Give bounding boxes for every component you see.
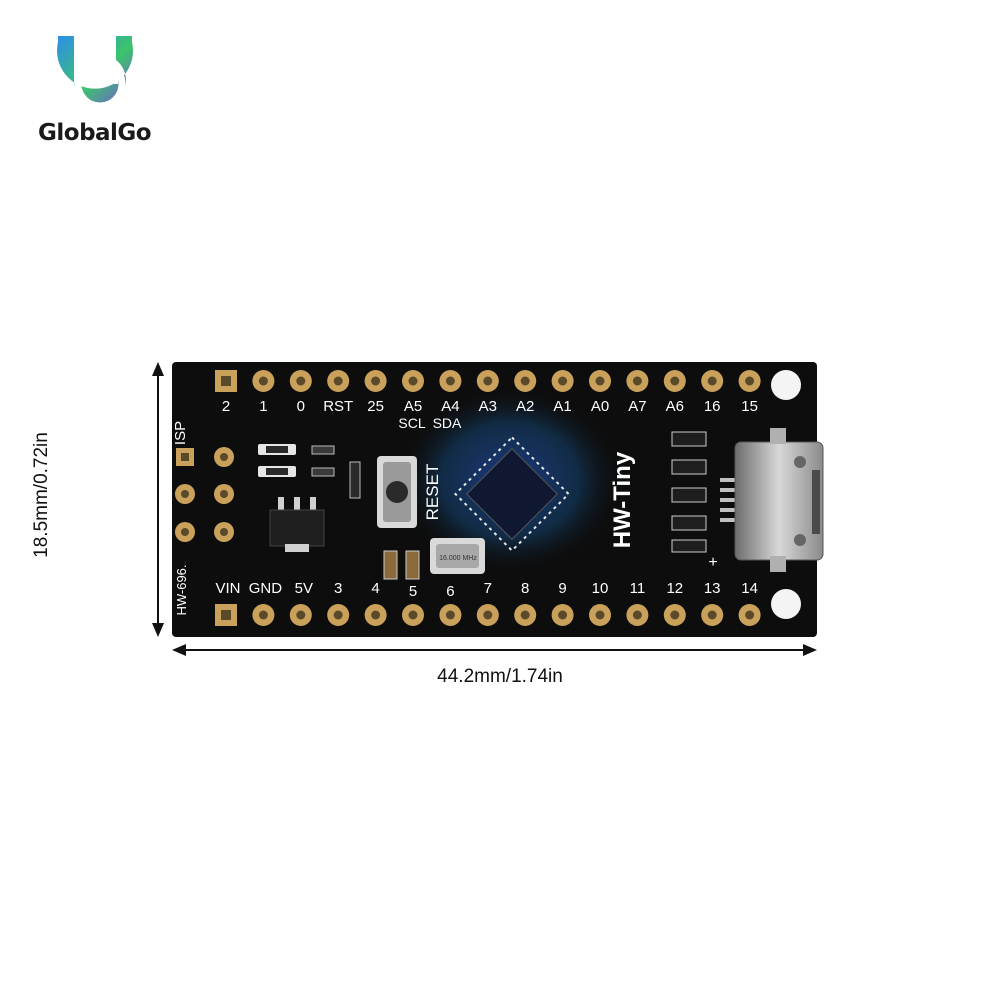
pin-hole [333, 610, 343, 620]
bottom-pin-pads [215, 604, 761, 626]
pin-hole [296, 610, 306, 620]
pin-hole [483, 610, 493, 620]
pin-hole [371, 610, 381, 620]
pin-hole [632, 610, 642, 620]
bottom-pin-label: GND [249, 580, 283, 597]
scl-label: SCL [398, 415, 425, 431]
micro-usb-port [720, 428, 824, 572]
width-dimension-label: 44.2mm/1.74in [437, 666, 563, 687]
top-pin-labels: 2 1 0 RST 25 A5 A4 A3 A2 A1 A0 A7 A6 16 15 [222, 398, 758, 415]
top-pin-label: A5 [404, 398, 422, 415]
pin-hole [745, 610, 755, 620]
pin-hole [408, 376, 418, 386]
top-pin-label: 15 [741, 398, 758, 415]
globalgo-logo [57, 36, 133, 110]
pin-hole [632, 376, 642, 386]
top-pin-label: 1 [259, 398, 267, 415]
pin-hole [670, 610, 680, 620]
pin-hole [670, 376, 680, 386]
pin-hole [707, 610, 717, 620]
top-pin-label: A7 [628, 398, 646, 415]
pin-hole [371, 376, 381, 386]
voltage-regulator [269, 497, 325, 552]
bottom-pin-label: 4 [371, 580, 379, 597]
led-indicators [258, 444, 361, 499]
pin-hole [445, 610, 455, 620]
pin-hole [408, 610, 418, 620]
brand-name: GlobalGo [38, 120, 152, 146]
isp-label: ISP [172, 421, 189, 445]
top-pin-label: A0 [591, 398, 609, 415]
bottom-pin-label: 7 [484, 580, 492, 597]
pin-hole [558, 376, 568, 386]
top-pin-label: 2 [222, 398, 230, 415]
width-dimension-arrow [172, 644, 817, 656]
mounting-hole [771, 370, 801, 400]
pin-hole [558, 610, 568, 620]
pin-hole [258, 376, 268, 386]
pin-hole [595, 376, 605, 386]
reset-button [377, 456, 417, 528]
height-dimension-arrow [152, 362, 164, 637]
height-dimension-label: 18.5mm/0.72in [31, 432, 52, 558]
mounting-hole [771, 589, 801, 619]
top-pin-label: A4 [441, 398, 459, 415]
bottom-pin-label: 5 [409, 583, 417, 600]
top-pin-label: 0 [297, 398, 305, 415]
bottom-pin-label: 13 [704, 580, 721, 597]
bottom-pin-label: 5V [295, 580, 313, 597]
microcontroller-chip [454, 436, 570, 552]
bottom-pin-label: 14 [741, 580, 758, 597]
bottom-pin-label: 8 [521, 580, 529, 597]
top-pin-label: RST [323, 398, 353, 415]
pin-hole [221, 610, 231, 620]
pin-hole [258, 610, 268, 620]
pin-hole [745, 376, 755, 386]
top-pin-label: A3 [479, 398, 497, 415]
model-label: HW-Tiny [609, 451, 636, 548]
bottom-pin-label: VIN [215, 580, 240, 597]
bottom-pin-label: 6 [446, 583, 454, 600]
pin-hole [520, 376, 530, 386]
pin-hole [333, 376, 343, 386]
pin-hole [483, 376, 493, 386]
pin-hole [707, 376, 717, 386]
top-pin-label: 16 [704, 398, 721, 415]
bottom-pin-label: 10 [592, 580, 609, 597]
bottom-pin-labels: VIN GND 5V 3 4 5 6 7 8 9 10 11 12 13 14 [215, 580, 757, 600]
bottom-pin-label: 11 [630, 580, 646, 597]
sda-label: SDA [433, 415, 462, 431]
top-pin-pads [215, 370, 761, 392]
capacitors [383, 550, 420, 580]
pin-hole [445, 376, 455, 386]
top-pin-label: A1 [553, 398, 571, 415]
pin-hole [520, 610, 530, 620]
bottom-pin-label: 12 [666, 580, 683, 597]
reset-label: RESET [423, 464, 442, 521]
crystal-label: 16.000 MHz [439, 555, 477, 562]
top-pin-label: A6 [666, 398, 684, 415]
crystal-oscillator [430, 538, 485, 574]
plus-marker: + [708, 554, 717, 571]
pin-hole [595, 610, 605, 620]
pin-hole [296, 376, 306, 386]
bottom-pin-label: 9 [558, 580, 566, 597]
bottom-pin-label: 3 [334, 580, 342, 597]
part-number-label: HW-696. [174, 564, 189, 615]
top-pin-label: 25 [367, 398, 384, 415]
isp-header [175, 447, 234, 542]
pin-hole [221, 376, 231, 386]
smd-components [671, 431, 707, 553]
top-pin-label: A2 [516, 398, 534, 415]
